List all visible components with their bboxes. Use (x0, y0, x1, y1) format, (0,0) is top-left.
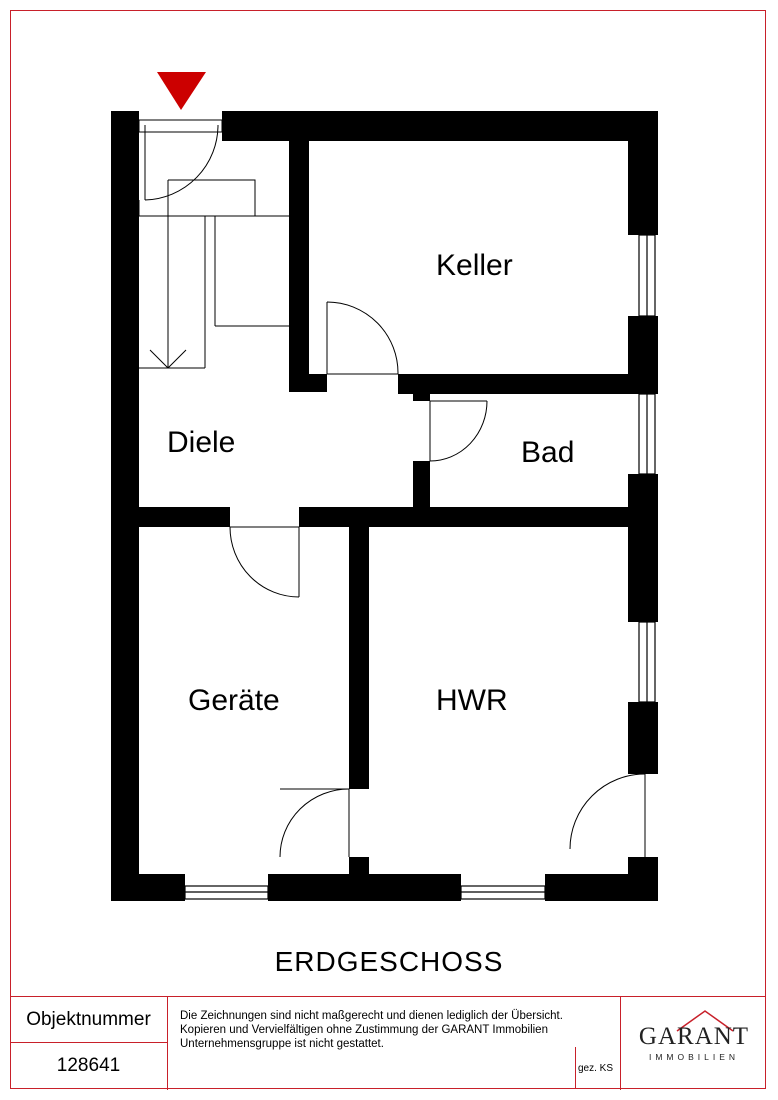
chimney (318, 531, 336, 549)
object-number: 128641 (56, 1055, 121, 1076)
title-block: Objektnummer 128641 Die Zeichnungen sind… (10, 996, 766, 1090)
signature: gez. KS (578, 1063, 614, 1074)
room-label-diele: Diele (167, 426, 235, 459)
object-label: Objektnummer (26, 1009, 151, 1030)
walls (111, 111, 658, 901)
staircase (138, 119, 289, 369)
garant-logo: GARANT IMMOBILIEN (620, 997, 767, 1090)
object-cell: Objektnummer 128641 (10, 997, 168, 1090)
logo-sub: IMMOBILIEN (648, 1052, 740, 1062)
room-label-keller: Keller (436, 249, 513, 282)
windows (184, 234, 656, 900)
signature-divider (575, 1047, 576, 1089)
room-label-geraete: Geräte (188, 684, 280, 717)
object-divider (10, 1042, 167, 1043)
logo-roof-icon (676, 1010, 734, 1032)
logo-word: GARANT (638, 1023, 750, 1050)
disclaimer-line: Kopieren und Vervielfältigen ohne Zustim… (180, 1024, 548, 1036)
floor-title: ERDGESCHOSS (274, 946, 504, 977)
entrance-marker (157, 72, 206, 110)
disclaimer: Die Zeichnungen sind nicht maßgerecht un… (180, 1009, 620, 1051)
disclaimer-line: Die Zeichnungen sind nicht maßgerecht un… (180, 1010, 563, 1022)
room-label-bad: Bad (521, 436, 574, 469)
sheet-frame (10, 10, 766, 1089)
door-swings (144, 124, 646, 858)
disclaimer-line: Unternehmensgruppe ist nicht gestattet. (180, 1038, 384, 1050)
room-label-hwr: HWR (436, 684, 508, 717)
